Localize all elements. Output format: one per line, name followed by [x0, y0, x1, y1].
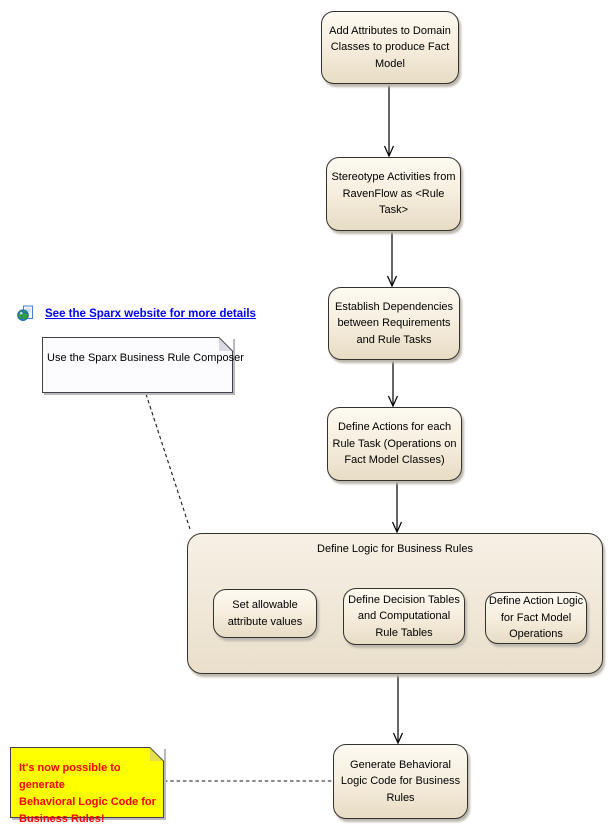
activity-label-line: and Rule Tasks — [356, 333, 432, 346]
activity-label-line: RavenFlow as <Rule — [342, 187, 445, 200]
note-text: Use the Sparx Business Rule Composer — [47, 352, 244, 364]
sparx-website-link[interactable]: See the Sparx website for more details — [45, 307, 256, 320]
web-document-globe-icon — [17, 305, 33, 321]
activity-label-line: Generate Behavioral — [350, 758, 451, 771]
activity-label-line: Define Action Logic — [488, 595, 584, 608]
activity-set-allowable-values[interactable]: Set allowable attribute values — [213, 589, 317, 638]
activity-label-line: Establish Dependencies — [334, 300, 454, 313]
note-generate-highlight[interactable]: It's now possible to generate Behavioral… — [10, 747, 165, 825]
activity-stereotype-activities[interactable]: Stereotype Activities from RavenFlow as … — [326, 157, 461, 231]
sparx-hyperlink-row: See the Sparx website for more details — [17, 305, 256, 322]
connector-frame-to-generate — [392, 673, 404, 745]
activity-label-line: Set allowable — [232, 599, 298, 611]
activity-action-logic[interactable]: Define Action Logic for Fact Model Opera… — [485, 592, 587, 644]
activity-decision-tables[interactable]: Define Decision Tables and Computational… — [343, 588, 465, 645]
activity-label-line: Model — [375, 57, 405, 70]
note-text-line: Business Rules! — [19, 813, 105, 825]
note-text-line: It's now possible to generate — [19, 762, 121, 791]
activity-label-line: Task> — [378, 204, 409, 217]
note-text: It's now possible to generate Behavioral… — [11, 748, 163, 828]
activity-label-line: attribute values — [227, 615, 303, 628]
activity-establish-dependencies[interactable]: Establish Dependencies between Requireme… — [328, 287, 460, 360]
activity-label-line: between Requirements — [337, 317, 451, 330]
activity-label-line: Classes to produce Fact — [330, 41, 450, 54]
activity-label-line: Fact Model Classes) — [344, 454, 445, 467]
activity-label-line: Rule Tables — [375, 626, 433, 639]
connector-actions-to-logic-frame — [391, 480, 403, 534]
activity-label-line: Define Actions for each — [337, 421, 452, 434]
note-text-line: Behavioral Logic Code for — [19, 796, 156, 808]
activity-label-line: Add Attributes to Domain — [329, 24, 451, 37]
activity-label-line: for Fact Model — [500, 611, 572, 624]
activity-label-line: Define Decision Tables — [348, 593, 460, 606]
activity-add-attributes[interactable]: Add Attributes to Domain Classes to prod… — [321, 11, 459, 84]
activity-label-line: Rules — [386, 791, 415, 804]
activity-define-actions[interactable]: Define Actions for each Rule Task (Opera… — [327, 407, 462, 481]
activity-label-line: Rule Task (Operations on — [332, 437, 457, 450]
connector-stereotype-to-dependencies — [386, 230, 398, 288]
frame-title: Define Logic for Business Rules — [317, 543, 473, 555]
activity-label-line: Logic Code for Business — [340, 775, 461, 788]
connector-add-to-stereotype — [383, 83, 395, 158]
note-business-rule-composer[interactable]: Use the Sparx Business Rule Composer — [42, 337, 244, 393]
activity-label-line: Operations — [509, 628, 563, 641]
activity-label-line: Stereotype Activities from — [331, 171, 456, 184]
notelink-composer-to-frame — [145, 393, 191, 530]
activity-generate-code[interactable]: Generate Behavioral Logic Code for Busin… — [333, 744, 468, 819]
activity-label-line: and Computational — [357, 610, 451, 623]
connector-dependencies-to-actions — [387, 359, 399, 408]
